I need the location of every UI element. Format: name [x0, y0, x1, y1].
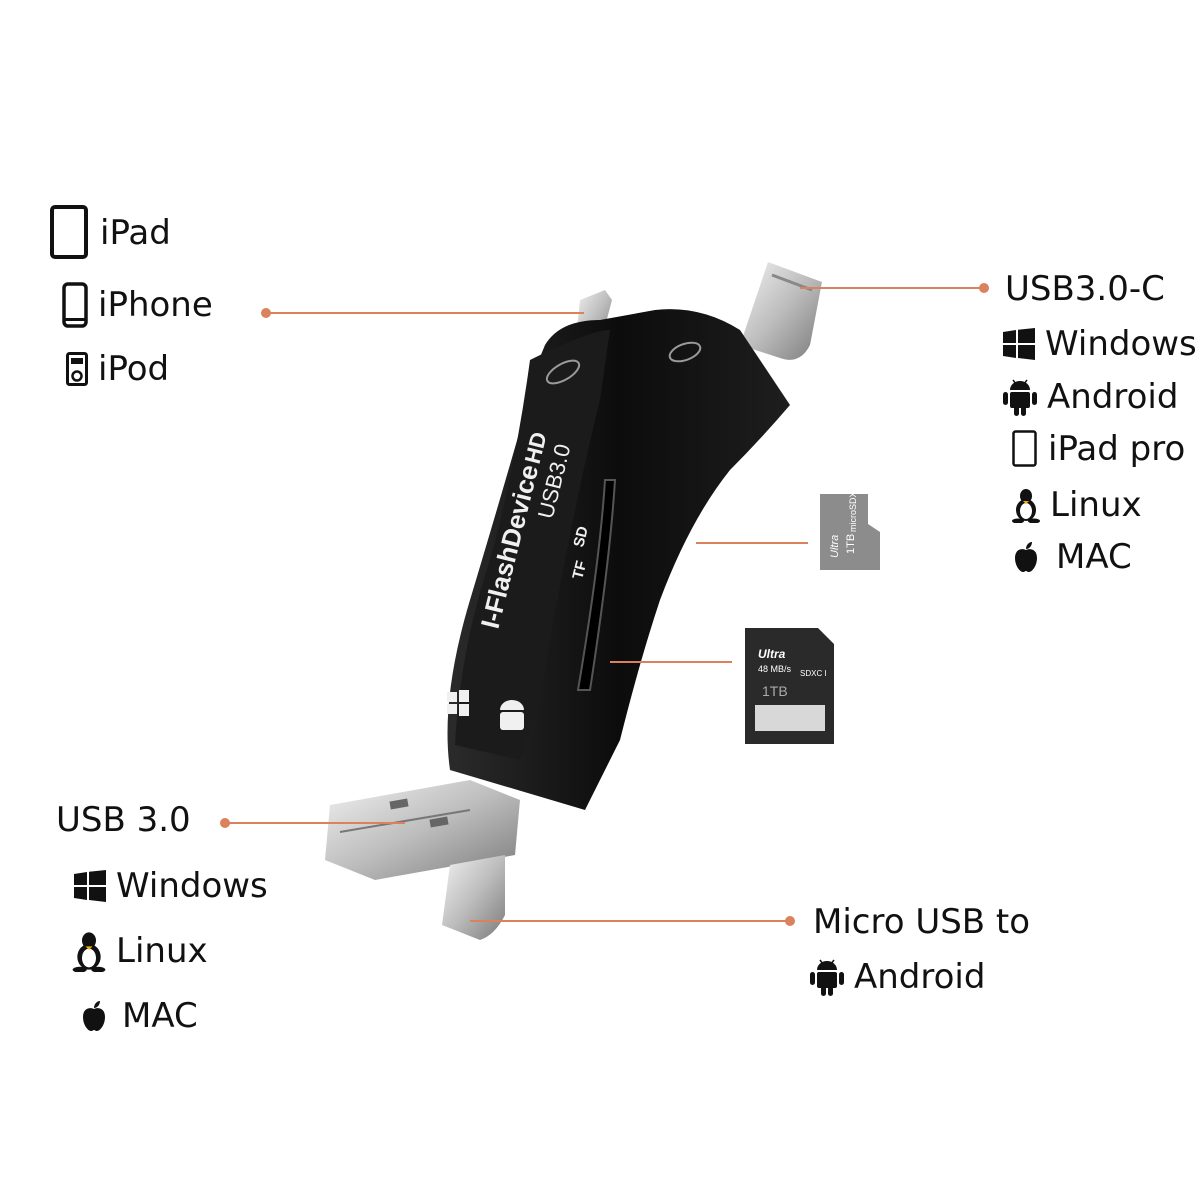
apple-item-ipod: iPod	[66, 352, 169, 386]
leader-dot-micro	[785, 916, 795, 926]
tablet-icon	[50, 205, 88, 259]
usb3-item-mac: MAC	[80, 999, 198, 1033]
windows-print-icon	[447, 690, 469, 716]
microsd-card: Ultra 1TB microSDXC I	[820, 480, 880, 570]
usbc-item-label: Windows	[1045, 324, 1197, 364]
ipod-icon	[66, 352, 88, 386]
usbc-item-label: MAC	[1056, 537, 1132, 577]
micro-item-label: Android	[854, 957, 986, 997]
usbc-title: USB3.0-C	[1005, 269, 1165, 309]
usb-c-connector	[740, 262, 822, 360]
svg-text:Ultra: Ultra	[758, 647, 786, 661]
leader-line-usb3	[225, 822, 405, 824]
usbc-item-android: Android	[1003, 378, 1178, 416]
svg-text:Ultra: Ultra	[829, 535, 841, 558]
usb3-title: USB 3.0	[56, 800, 191, 840]
windows-icon	[74, 870, 106, 902]
usbc-item-label: Linux	[1050, 485, 1142, 525]
apple-item-label: iPod	[98, 349, 170, 389]
usbc-item-windows: Windows	[1003, 327, 1197, 361]
usb3-item-label: Windows	[116, 866, 268, 906]
usbc-item-mac: MAC	[1012, 540, 1132, 574]
svg-text:48 MB/s: 48 MB/s	[758, 664, 792, 674]
android-icon	[1003, 379, 1037, 416]
android-icon	[810, 959, 844, 996]
apple-item-label: iPad	[100, 213, 171, 253]
apple-item-iphone: iPhone	[62, 282, 213, 328]
leader-line-sd	[610, 661, 732, 663]
svg-text:SDXC I: SDXC I	[800, 669, 827, 678]
leader-dot-usbc	[979, 283, 989, 293]
apple-icon	[1015, 542, 1037, 572]
micro-usb-connector	[442, 855, 505, 940]
usbc-item-label: Android	[1047, 377, 1179, 417]
usbc-item-linux: Linux	[1012, 487, 1142, 523]
micro-item-android: Android	[810, 958, 985, 996]
sd-card: Ultra 48 MB/s 1TB SDXC I	[745, 628, 834, 744]
apple-icon	[83, 1001, 105, 1031]
slot-tf-label: TF	[569, 559, 590, 581]
leader-line-microsd	[696, 542, 808, 544]
usb3-item-label: MAC	[122, 996, 198, 1036]
svg-text:microSDXC I: microSDXC I	[848, 480, 858, 532]
apple-item-ipad: iPad	[50, 205, 171, 261]
android-print-icon	[500, 700, 524, 730]
leader-line-usbc	[800, 287, 984, 289]
usbc-item-ipad-pro: iPad pro	[1012, 430, 1185, 468]
windows-icon	[1003, 328, 1035, 360]
usb3-item-label: Linux	[116, 931, 208, 971]
leader-line-micro	[470, 920, 790, 922]
svg-text:1TB: 1TB	[845, 534, 857, 554]
micro-title: Micro USB to	[813, 902, 1031, 942]
apple-item-label: iPhone	[98, 285, 213, 325]
usb3-item-linux: Linux	[72, 930, 208, 972]
slot-sd-label: SD	[570, 524, 592, 548]
tablet-icon	[1012, 430, 1037, 467]
linux-icon	[1012, 489, 1040, 523]
usb-a-connector	[325, 780, 520, 880]
svg-text:1TB: 1TB	[762, 683, 788, 699]
phone-icon	[62, 282, 88, 328]
usbc-item-label: iPad pro	[1048, 429, 1186, 469]
usb3-item-windows: Windows	[74, 869, 268, 903]
linux-icon	[72, 932, 106, 972]
leader-line-apple	[266, 312, 584, 314]
